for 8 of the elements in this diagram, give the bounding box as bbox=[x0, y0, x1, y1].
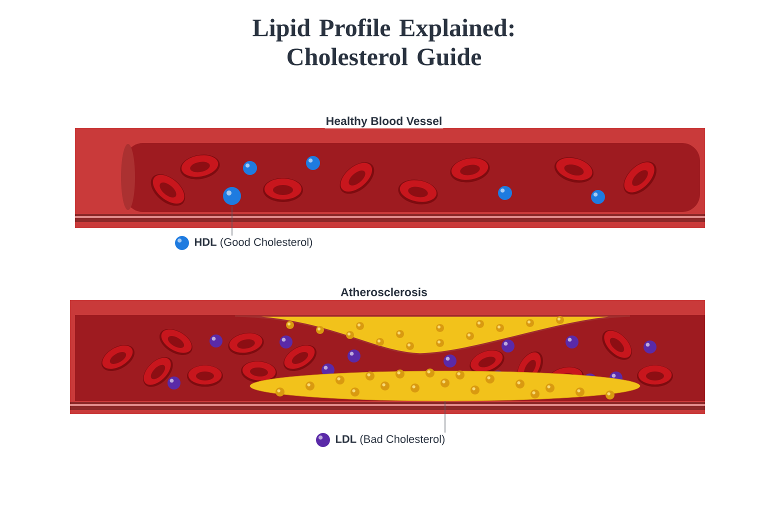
leader-line bbox=[444, 400, 446, 433]
particle-label: LDL (Bad Cholesterol) bbox=[336, 434, 445, 446]
hdl-particle bbox=[223, 187, 241, 205]
particle-label: HDL (Good Cholesterol) bbox=[194, 238, 312, 248]
section-heading: Healthy Blood Vessel bbox=[324, 116, 444, 128]
title: Lipid Profile Explained: Cholesterol Guide bbox=[252, 18, 514, 66]
plaque-drawing bbox=[250, 368, 640, 402]
section-heading: Atherosclerosis bbox=[340, 286, 428, 298]
